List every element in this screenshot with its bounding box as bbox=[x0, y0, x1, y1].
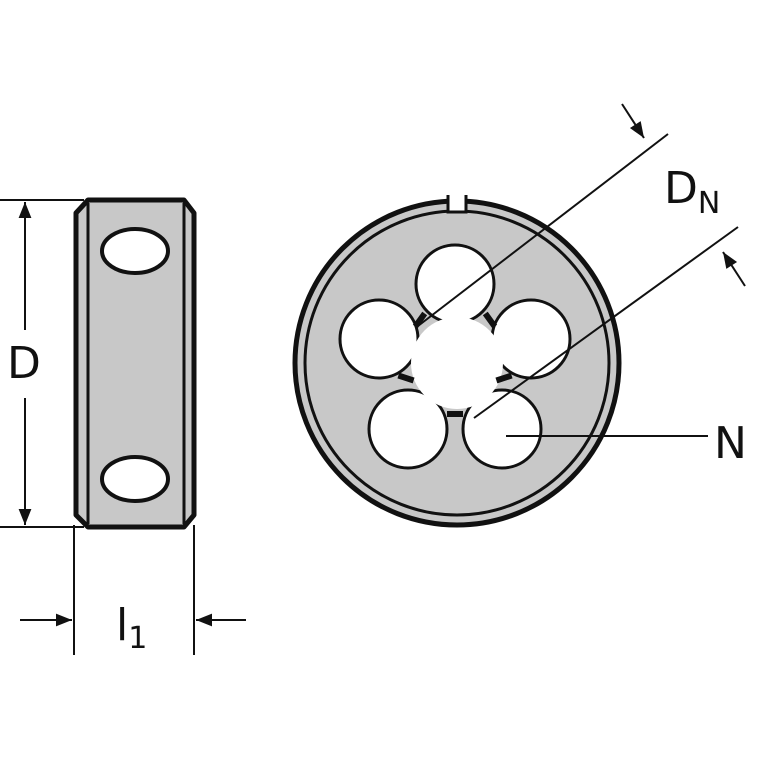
side-view-body bbox=[73, 197, 197, 530]
split-slot bbox=[446, 195, 468, 214]
adjustment-hole-top bbox=[100, 227, 170, 275]
adjustment-hole-bottom bbox=[100, 455, 170, 503]
thread-land bbox=[412, 311, 428, 329]
nominal-diameter-dimension: DN bbox=[417, 103, 746, 419]
dimension-arrow-upper bbox=[621, 103, 645, 139]
thread-lands bbox=[397, 311, 513, 417]
front-view bbox=[292, 195, 622, 528]
thread-core bbox=[411, 317, 503, 409]
side-view bbox=[73, 197, 197, 530]
flute-hole bbox=[338, 298, 420, 380]
flute-hole bbox=[367, 388, 449, 470]
flute-hole bbox=[490, 298, 572, 380]
thickness-label: l1 bbox=[116, 600, 147, 656]
flute-hole bbox=[414, 243, 496, 325]
flute-count-callout: N bbox=[506, 418, 747, 469]
leader-line-upper bbox=[417, 133, 669, 327]
outer-diameter-label: D bbox=[7, 338, 41, 389]
thread-land bbox=[397, 372, 415, 384]
leader-line-lower bbox=[473, 226, 739, 419]
thickness-dimension: l1 bbox=[20, 525, 246, 656]
flute-hole bbox=[461, 388, 543, 470]
nominal-diameter-label: DN bbox=[664, 163, 720, 221]
thread-land bbox=[495, 372, 513, 384]
flute-count-label: N bbox=[714, 418, 747, 469]
dimension-arrow-lower bbox=[722, 251, 746, 287]
thread-land bbox=[482, 311, 498, 329]
thread-land bbox=[447, 411, 463, 417]
flutes bbox=[338, 243, 572, 470]
outer-diameter-dimension: D bbox=[0, 199, 84, 528]
